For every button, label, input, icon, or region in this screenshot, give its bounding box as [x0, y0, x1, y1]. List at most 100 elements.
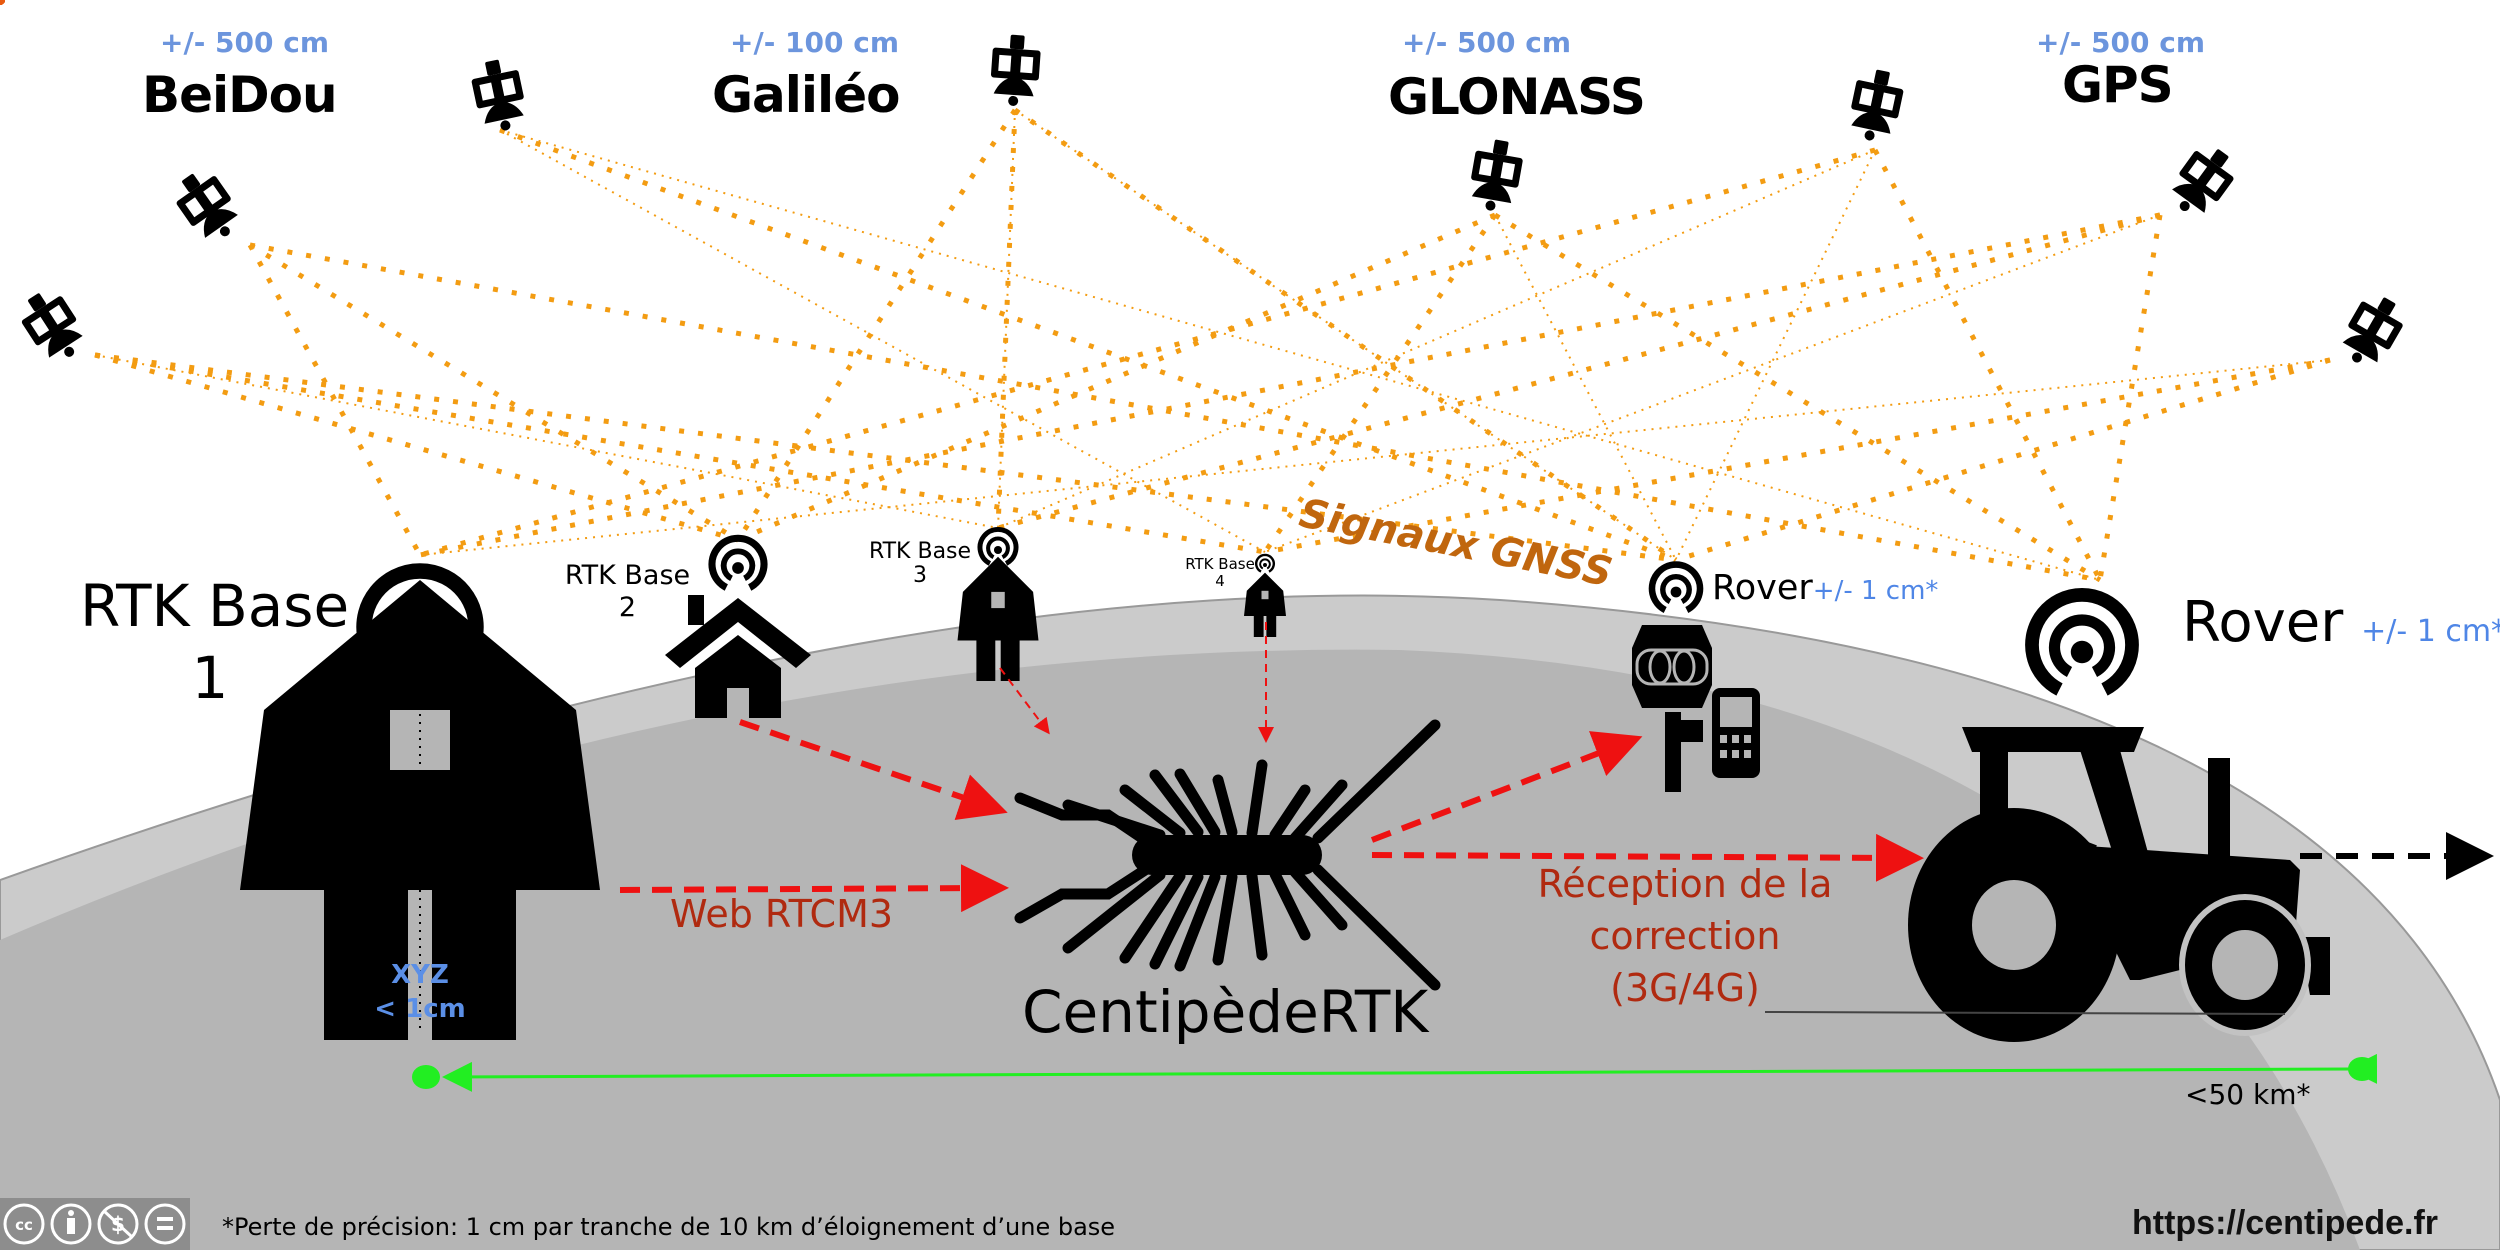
centipede-leg — [1212, 871, 1238, 966]
distance-endpoint-rover — [2348, 1057, 2376, 1081]
base-name: RTK Base — [868, 539, 972, 564]
signal-line — [1675, 357, 2331, 563]
reception-label: Réception de la correction (3G/4G) — [1500, 858, 1870, 1014]
rover-name: Rover — [1712, 568, 1813, 608]
gnss-pole-phone-icon — [1632, 625, 1760, 792]
centipede-leg — [1014, 864, 1151, 924]
satellite-icon — [2162, 138, 2243, 225]
signal-line — [248, 242, 740, 543]
centipede-leg — [1174, 768, 1221, 838]
accuracy-galileo: +/- 100 cm — [730, 26, 900, 59]
centipede-leg — [1062, 799, 1166, 841]
tractor-ground-line — [1764, 1011, 2286, 1015]
centipede-icon — [0, 0, 1441, 991]
arrow-caster-rover2 — [1371, 833, 1924, 882]
rover-label-2: Rover +/- 1 cm* — [2182, 590, 2500, 655]
house-icon — [665, 595, 811, 718]
accuracy-gps: +/- 500 cm — [2036, 26, 2206, 59]
satellite-icon — [13, 283, 93, 370]
base-name: RTK Base — [80, 572, 350, 640]
antenna-icon — [2032, 595, 2132, 690]
license-badge[interactable]: cc $ — [0, 1198, 190, 1250]
centipede-leg — [1312, 864, 1441, 991]
signal-line — [419, 147, 1876, 558]
centipede-leg — [1119, 870, 1186, 964]
satellite-icon — [988, 33, 1042, 108]
satellite-icon — [167, 163, 248, 250]
base-label-2: RTK Base 2 — [555, 560, 700, 624]
cc-icon — [3, 1203, 45, 1245]
arrow-caster-rover1 — [1370, 731, 1643, 843]
rover-accuracy: +/- 1 cm* — [2361, 614, 2500, 649]
base-number: 2 — [618, 592, 637, 623]
rover-name: Rover — [2182, 590, 2344, 655]
constellation-glonass: GLONASS — [1388, 68, 1646, 126]
signal-line — [735, 108, 1018, 542]
caster-label: CentipèdeRTK — [1022, 978, 1429, 1046]
centipede-leg — [1119, 784, 1186, 839]
nc-icon — [97, 1203, 139, 1245]
signal-line — [997, 212, 2161, 531]
centipede-leg — [1289, 779, 1348, 844]
satellite-icon — [1465, 136, 1526, 215]
precision-value: < 1cm — [374, 994, 466, 1024]
signal-line — [1013, 107, 1678, 563]
nd-icon — [144, 1203, 186, 1245]
base-number: 1 — [191, 644, 229, 712]
reception-line: (3G/4G) — [1610, 966, 1760, 1010]
signal-line — [94, 352, 1266, 555]
tractor-icon — [1908, 727, 2330, 1042]
satellite-icon — [1845, 65, 1907, 146]
reception-line: Réception de la — [1537, 862, 1833, 906]
distance-line — [442, 1053, 2378, 1092]
satellite-icon — [468, 55, 530, 136]
signal-line — [1264, 214, 2161, 553]
base-label-4: RTK Base 4 — [1180, 556, 1260, 590]
centipede-leg — [1212, 774, 1238, 838]
base1-precision: XYZ < 1cm — [365, 958, 475, 1026]
signal-line — [247, 243, 423, 557]
reception-line: correction — [1589, 914, 1781, 958]
accuracy-beidou: +/- 500 cm — [160, 26, 330, 59]
signal-line — [997, 109, 1016, 529]
base-label-3: RTK Base 3 — [865, 540, 975, 588]
arrow-base1-caster — [619, 864, 1009, 913]
centipede-leg — [1246, 759, 1268, 839]
signal-line — [94, 354, 999, 529]
centipede-body — [1132, 835, 1322, 875]
antenna-icon — [712, 538, 764, 587]
signal-line — [499, 129, 2101, 581]
base-name: RTK Base — [564, 560, 691, 591]
signal-line — [499, 129, 1266, 553]
signal-line — [1872, 148, 2103, 582]
signal-line — [1675, 149, 1876, 561]
by-icon — [50, 1203, 92, 1245]
web-rtcm3-label: Web RTCM3 — [670, 892, 894, 936]
ground-inner — [0, 649, 2360, 1250]
centipede-leg — [1062, 869, 1166, 954]
rover-accuracy: +/- 1 cm* — [1812, 576, 1939, 606]
centipede-leg — [1174, 871, 1221, 972]
centipede-leg — [1289, 866, 1348, 931]
antenna-icon — [1652, 565, 1700, 610]
base-number: 4 — [1215, 572, 1225, 590]
correction-arrows — [619, 622, 1924, 913]
arrow-base2-caster — [739, 719, 1008, 821]
centipede-leg — [1246, 870, 1268, 961]
constellation-beidou: BeiDou — [142, 66, 338, 124]
distance-label: <50 km* — [2185, 1078, 2311, 1111]
rover-label-1: Rover+/- 1 cm* — [1712, 568, 1938, 608]
svg-text:cc: cc — [15, 1216, 33, 1234]
precision-axes: XYZ — [391, 960, 449, 990]
base-label-1: RTK Base 1 — [80, 570, 350, 714]
constellation-galileo: Galiléo — [712, 66, 900, 124]
constellation-gps: GPS — [2062, 56, 2174, 114]
base-name: RTK Base — [1185, 555, 1255, 573]
centipede-leg — [1269, 868, 1311, 941]
website-link[interactable]: https://centipede.fr — [2132, 1204, 2439, 1242]
signal-line — [997, 149, 1876, 529]
signal-line — [2097, 214, 2163, 581]
arrow-base3-caster — [999, 667, 1050, 735]
